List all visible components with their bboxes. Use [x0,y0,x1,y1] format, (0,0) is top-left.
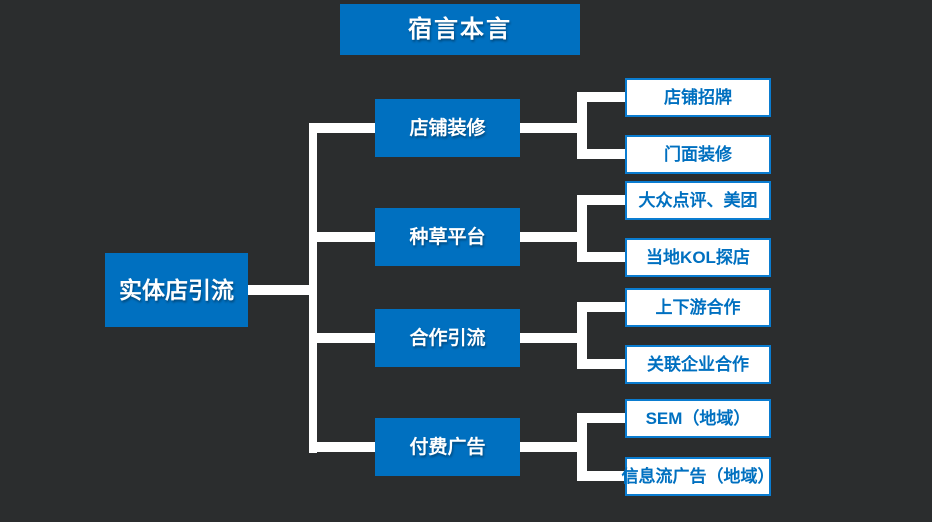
connector-group-4-vertical [577,413,587,481]
connector-group-3-stub-bottom [577,359,625,369]
connector-group-3-horizontal [520,333,587,343]
leaf-node-sem-regional: SEM（地域） [625,399,771,438]
branch-node-seeding-platform: 种草平台 [375,208,520,266]
leaf-node-local-kol-visit: 当地KOL探店 [625,238,771,277]
connector-group-3-vertical [577,302,587,369]
branch-node-paid-ads: 付费广告 [375,418,520,476]
title-banner: 宿言本言 [340,4,580,55]
leaf-node-storefront-decoration: 门面装修 [625,135,771,174]
leaf-node-upstream-downstream-cooperation: 上下游合作 [625,288,771,327]
connector-root-horizontal [248,285,314,295]
connector-group-1-stub-top [577,92,625,102]
connector-group-2-stub-bottom [577,252,625,262]
leaf-node-dianping-meituan: 大众点评、美团 [625,181,771,220]
branch-node-cooperation-traffic: 合作引流 [375,309,520,367]
connector-group-1-horizontal [520,123,587,133]
connector-group-2-vertical [577,195,587,262]
branch-node-shop-decoration: 店铺装修 [375,99,520,157]
connector-group-2-stub-top [577,195,625,205]
connector-branch-3-stub [309,333,375,343]
connector-group-1-stub-bottom [577,149,625,159]
connector-group-3-stub-top [577,302,625,312]
root-node-offline-store-traffic: 实体店引流 [105,253,248,327]
leaf-node-affiliated-enterprise-cooperation: 关联企业合作 [625,345,771,384]
leaf-node-shop-sign: 店铺招牌 [625,78,771,117]
connector-spine-vertical [309,123,317,453]
connector-branch-2-stub [309,232,375,242]
leaf-node-feed-ads-regional: 信息流广告（地域） [622,457,775,496]
connector-group-4-horizontal [520,442,587,452]
connector-branch-4-stub [309,442,375,452]
connector-group-4-stub-bottom [577,471,625,481]
connector-group-1-vertical [577,92,587,159]
connector-group-2-horizontal [520,232,587,242]
connector-group-4-stub-top [577,413,625,423]
connector-branch-1-stub [309,123,375,133]
